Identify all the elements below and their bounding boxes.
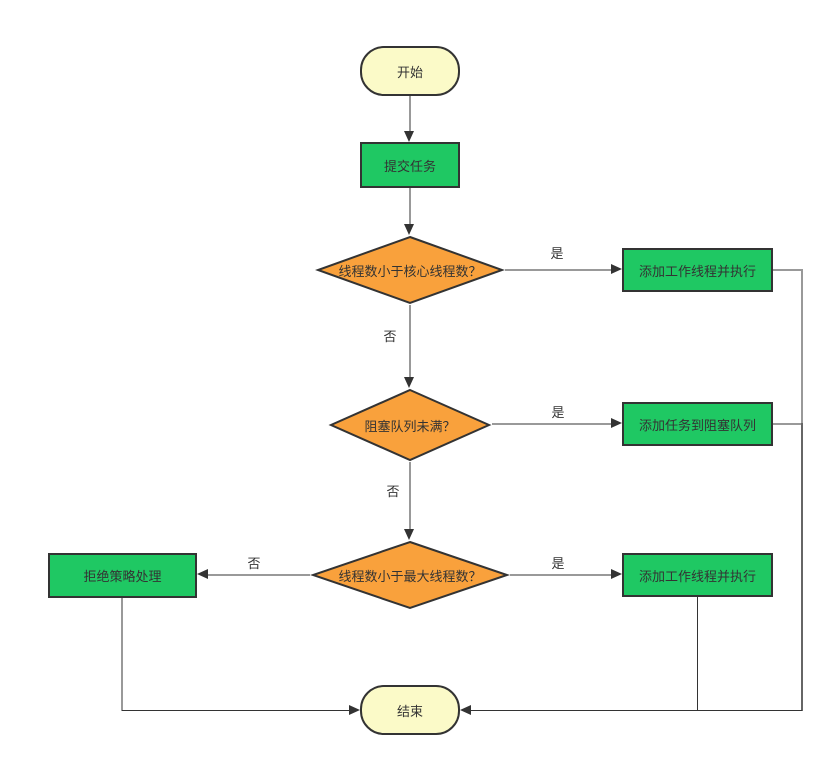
edge-decision1-yes bbox=[505, 269, 611, 271]
node-add-worker-thread-2: 添加工作线程并执行 bbox=[622, 553, 773, 597]
edge-to-end-left bbox=[122, 710, 350, 711]
edge-label-yes: 是 bbox=[551, 556, 565, 571]
node-reject-policy: 拒绝策略处理 bbox=[48, 553, 197, 598]
node-add-worker-thread-1: 添加工作线程并执行 bbox=[622, 248, 773, 292]
node-label: 添加任务到阻塞队列 bbox=[638, 417, 756, 433]
edge-start-to-submit bbox=[409, 96, 411, 132]
node-label: 提交任务 bbox=[383, 158, 436, 174]
node-decision-max-thread-count: 线程数小于最大线程数？ bbox=[310, 540, 510, 610]
arrowhead-icon bbox=[349, 705, 360, 715]
edge-reject-to-end-vertical bbox=[121, 598, 123, 711]
edge-label-no: 否 bbox=[386, 484, 400, 499]
arrowhead-icon bbox=[404, 529, 414, 540]
arrowhead-icon bbox=[611, 569, 622, 579]
node-decision-core-thread-count: 线程数小于核心线程数？ bbox=[315, 235, 505, 305]
node-label: 添加工作线程并执行 bbox=[638, 263, 756, 279]
node-add-task-to-queue: 添加任务到阻塞队列 bbox=[622, 402, 773, 446]
edge-box3-to-end-vertical bbox=[697, 597, 698, 711]
edge-decision3-yes bbox=[510, 574, 611, 576]
edge-label-no: 否 bbox=[247, 556, 261, 571]
edge-submit-to-decision1 bbox=[409, 188, 411, 225]
node-end-terminator: 结束 bbox=[360, 685, 460, 735]
diamond-shape bbox=[310, 540, 510, 610]
edge-label-yes: 是 bbox=[550, 246, 564, 261]
node-decision-queue-not-full: 阻塞队列未满？ bbox=[328, 388, 492, 462]
arrowhead-icon bbox=[611, 418, 622, 428]
edge-box1-exit bbox=[773, 269, 803, 271]
arrowhead-icon bbox=[197, 569, 208, 579]
diamond-shape bbox=[328, 388, 492, 462]
node-label: 开始 bbox=[396, 64, 423, 80]
arrowhead-icon bbox=[611, 264, 622, 274]
arrowhead-icon bbox=[404, 224, 414, 235]
node-label: 添加工作线程并执行 bbox=[638, 568, 756, 584]
edge-box2-exit bbox=[773, 423, 803, 425]
node-start-terminator: 开始 bbox=[360, 46, 460, 96]
diamond-shape bbox=[315, 235, 505, 305]
edge-decision2-no bbox=[409, 462, 411, 530]
edge-right-vertical-lower bbox=[801, 423, 803, 711]
edge-to-end-right bbox=[471, 710, 802, 711]
edge-label-no: 否 bbox=[383, 329, 397, 344]
arrowhead-icon bbox=[404, 131, 414, 142]
edge-label-yes: 是 bbox=[551, 405, 565, 420]
node-label: 拒绝策略处理 bbox=[83, 569, 162, 584]
edge-decision3-no bbox=[208, 574, 310, 576]
node-submit-task: 提交任务 bbox=[360, 142, 460, 188]
edge-decision1-no bbox=[409, 305, 411, 378]
edge-right-vertical-upper bbox=[801, 269, 803, 423]
node-label: 阻塞队列未满？ bbox=[364, 418, 456, 434]
arrowhead-icon bbox=[460, 705, 471, 715]
node-label: 结束 bbox=[396, 703, 423, 719]
arrowhead-icon bbox=[404, 377, 414, 388]
edge-decision2-yes bbox=[492, 423, 611, 425]
node-label: 线程数小于最大线程数？ bbox=[338, 568, 482, 584]
node-label: 线程数小于核心线程数？ bbox=[338, 263, 482, 279]
